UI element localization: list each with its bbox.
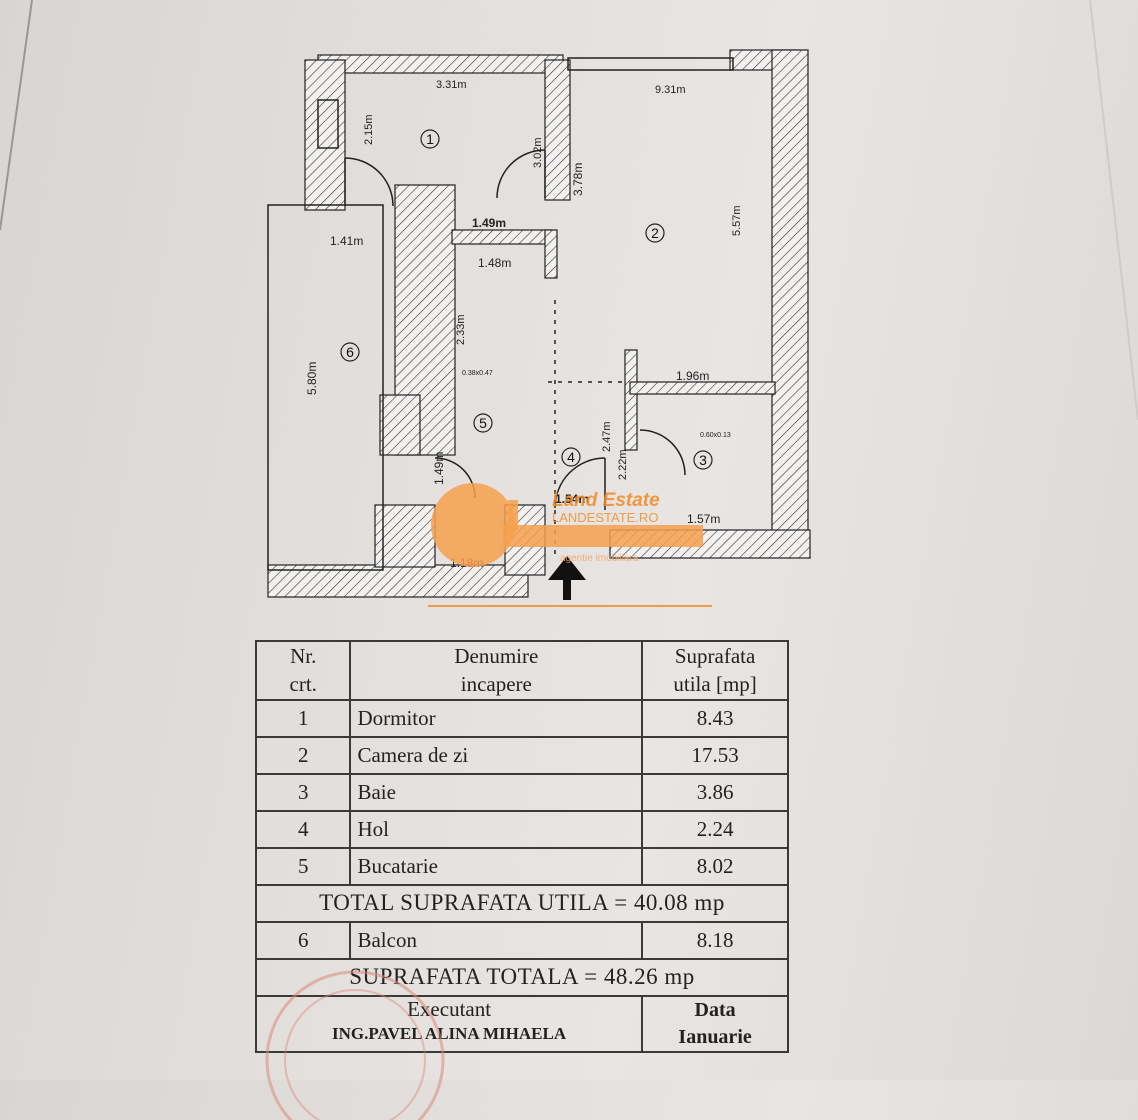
row-name: Balcon: [349, 920, 644, 960]
dim-label: 3.78m: [571, 163, 585, 196]
svg-text:2: 2: [651, 225, 659, 241]
dim-label: 5.80m: [305, 362, 319, 395]
row-name: Hol: [349, 809, 644, 849]
dim-label: 1.18m: [450, 556, 483, 570]
dim-label: 0.38x0.47: [462, 370, 493, 377]
row-name: Dormitor: [349, 698, 644, 738]
row-nr: 5: [254, 846, 352, 886]
row-nr: 1: [254, 698, 352, 738]
dim-label: 2.33m: [455, 314, 467, 345]
total-utila-row: TOTAL SUPRAFATA UTILA = 40.08 mp: [255, 883, 789, 923]
row-nr: 3: [254, 772, 352, 812]
row-area: 8.18: [641, 920, 789, 960]
data-cell: Data Ianuarie: [641, 994, 789, 1053]
logo-name: Land Estate: [552, 490, 660, 511]
room-number: 4: [561, 447, 581, 467]
data-label: Data: [694, 998, 736, 1021]
total-row: SUPRAFATA TOTALA = 48.26 mp: [255, 957, 789, 997]
row-area: 2.24: [641, 809, 789, 849]
logo-tagline: agentie imobiliara: [560, 553, 639, 564]
dim-label: 1.49m: [432, 452, 446, 485]
executant-label: Executant: [407, 996, 492, 1021]
room-number: 6: [340, 342, 360, 362]
dim-label: 1.57m: [687, 512, 720, 526]
row-nr: 2: [254, 735, 352, 775]
room-number: 1: [420, 129, 440, 149]
row-area: 8.02: [641, 846, 789, 886]
walls: [267, 49, 811, 598]
row-name: Bucatarie: [349, 846, 644, 886]
logo-sub: LANDESTATE.RO: [552, 510, 659, 525]
paper-background: [0, 0, 1138, 421]
row-nr: 6: [254, 920, 352, 960]
dim-label: 2.22m: [617, 449, 629, 480]
dim-label: 2.15m: [363, 114, 375, 145]
dim-label: 1.48m: [478, 256, 511, 270]
svg-text:4: 4: [567, 449, 575, 465]
table-row: 4 Hol 2.24: [254, 809, 789, 849]
room-number: 3: [693, 450, 713, 470]
floor-plan: 3.31m 9.31m 2.15m 3.02m 3.78m 5.57m 1.49…: [267, 49, 811, 607]
dim-label: 9.31m: [655, 84, 686, 96]
dim-label: 5.57m: [731, 205, 743, 236]
row-area: 3.86: [641, 772, 789, 812]
table-row: 2 Camera de zi 17.53: [254, 735, 789, 775]
doors: [344, 149, 686, 510]
executant-row: Executant ING.PAVEL ALINA MIHAELA Data I…: [254, 994, 789, 1053]
dim-label: 1.41m: [330, 234, 363, 248]
table-row: 1 Dormitor 8.43: [254, 698, 789, 738]
room-number: 2: [645, 223, 665, 243]
data-value: Ianuarie: [678, 1025, 752, 1048]
dim-label: 1.96m: [676, 369, 709, 383]
executant-cell: Executant ING.PAVEL ALINA MIHAELA: [254, 994, 644, 1053]
table-row: 6 Balcon 8.18: [254, 920, 789, 960]
dim-label: 0.60x0.13: [700, 432, 731, 439]
svg-text:3: 3: [699, 452, 707, 468]
row-name: Camera de zi: [349, 735, 644, 775]
row-nr: 4: [254, 809, 352, 849]
executant-name: ING.PAVEL ALINA MIHAELA: [332, 1023, 567, 1043]
table-row: 3 Baie 3.86: [254, 772, 789, 812]
total-suprafata: SUPRAFATA TOTALA = 48.26 mp: [255, 957, 789, 997]
dim-label: 2.47m: [601, 421, 613, 452]
row-area: 17.53: [641, 735, 789, 775]
paper-fold-right: [1089, 0, 1138, 421]
dim-label: 3.31m: [436, 79, 467, 91]
row-area: 8.43: [641, 698, 789, 738]
dim-label: 1.49m: [472, 216, 506, 230]
svg-text:6: 6: [346, 344, 354, 360]
total-utila: TOTAL SUPRAFATA UTILA = 40.08 mp: [255, 883, 789, 923]
svg-text:1: 1: [426, 131, 434, 147]
table-row: 5 Bucatarie 8.02: [254, 846, 789, 886]
room-outlines: [267, 57, 734, 571]
dim-label: 1.54m: [555, 492, 589, 506]
room-number: 5: [473, 413, 493, 433]
header-nr: Nr.crt.: [254, 640, 352, 701]
row-name: Baie: [349, 772, 644, 812]
svg-text:5: 5: [479, 415, 487, 431]
paper-fold-left: [0, 0, 33, 231]
entrance-arrow-icon: [548, 556, 586, 600]
dim-label: 3.02m: [532, 137, 544, 168]
